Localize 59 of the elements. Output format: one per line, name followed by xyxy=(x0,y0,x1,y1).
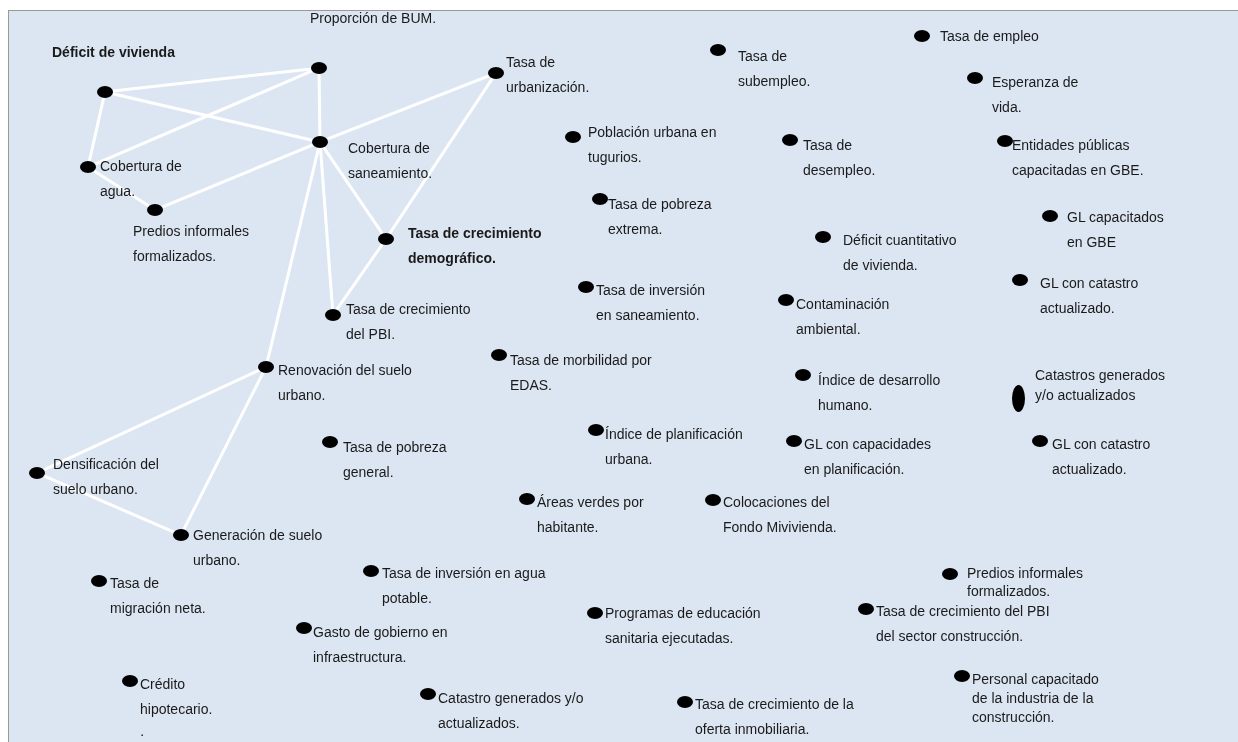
node-label: GL con catastro actualizado. xyxy=(1052,435,1152,479)
connector-line xyxy=(318,147,335,310)
node-label: Tasa de desempleo. xyxy=(803,136,877,180)
node-label: Población urbana en tugurios. xyxy=(588,123,718,167)
node-label: Programas de educación sanitaria ejecutadas. xyxy=(605,604,762,648)
node-label: Tasa de pobreza extrema. xyxy=(608,195,713,239)
node-label: Renovación del suelo urbano. xyxy=(278,361,413,405)
node-label: Catastro generados y/o actualizados. xyxy=(438,689,585,733)
connector-line xyxy=(335,243,384,311)
node-label: GL capacitados en GBE xyxy=(1067,208,1165,252)
node-label: Cobertura de agua. xyxy=(100,157,183,201)
connector-line xyxy=(93,169,150,208)
node-label: Déficit cuantitativo de vivienda. xyxy=(843,231,958,275)
node-label: Tasa de crecimiento del PBI. xyxy=(346,300,472,344)
node-heading: Tasa de crecimiento demográfico. xyxy=(408,224,543,268)
node-label: Tasa de migración neta. xyxy=(110,574,207,618)
node-label: Densificación del suelo urbano. xyxy=(53,455,160,499)
node-label: Cobertura de saneamiento. xyxy=(348,139,434,183)
connector-line xyxy=(112,67,312,93)
node-label: Entidades públicas capacitadas en GBE. xyxy=(1012,136,1145,180)
node-label: Personal capacitado de la industria de la construcción. xyxy=(972,670,1100,727)
node-label: GL con catastro actualizado. xyxy=(1040,274,1140,318)
connector-line xyxy=(182,371,265,531)
node-label: Tasa de pobreza general. xyxy=(343,438,448,482)
connector-line xyxy=(43,368,260,472)
node-label: Áreas verdes por habitante. xyxy=(537,493,645,537)
note-text: . xyxy=(140,722,145,740)
connector-line xyxy=(43,474,175,534)
connector-line xyxy=(326,74,490,141)
connector-line xyxy=(112,92,313,142)
node-label: Tasa de inversión en agua potable. xyxy=(382,564,547,608)
node-label: Generación de suelo urbano. xyxy=(193,526,324,570)
node-heading: Déficit de vivienda xyxy=(52,43,176,62)
connector-line xyxy=(87,97,106,162)
node-label: Crédito hipotecario. xyxy=(140,675,214,719)
node-label: Esperanza de vida. xyxy=(992,73,1080,117)
connector-line xyxy=(161,143,314,209)
node-label: Tasa de urbanización. xyxy=(506,53,591,97)
node-label: Tasa de empleo xyxy=(940,27,1040,46)
node-label: Predios informales formalizados. xyxy=(133,222,250,266)
node-label: Catastros generados y/o actualizados xyxy=(1035,366,1166,405)
node-label: Colocaciones del Fondo Mivivienda. xyxy=(723,493,838,537)
node-label: Tasa de inversión en saneamiento. xyxy=(596,281,706,325)
node-label: GL con capacidades en planificación. xyxy=(804,435,933,479)
node-label: Proporción de BUM. xyxy=(310,9,438,28)
connector-line xyxy=(388,77,494,235)
connector-line xyxy=(317,73,322,137)
connector-line xyxy=(322,146,384,235)
node-label: Tasa de morbilidad por EDAS. xyxy=(510,351,653,395)
node-label: Gasto de gobierno en infraestructura. xyxy=(313,623,449,667)
node-label: Predios informales formalizados. xyxy=(967,564,1084,600)
node-label: Índice de planificación urbana. xyxy=(605,425,744,469)
connector-line xyxy=(265,147,321,362)
node-label: Tasa de crecimiento del PBI del sector construcción. xyxy=(876,602,1051,646)
node-label: Contaminación ambiental. xyxy=(796,295,891,339)
node-label: Índice de desarrollo humano. xyxy=(818,371,942,415)
node-label: Tasa de subempleo. xyxy=(738,47,812,91)
connector-line xyxy=(94,69,313,166)
node-label: Tasa de crecimiento de la oferta inmobiliaria. xyxy=(695,695,855,739)
